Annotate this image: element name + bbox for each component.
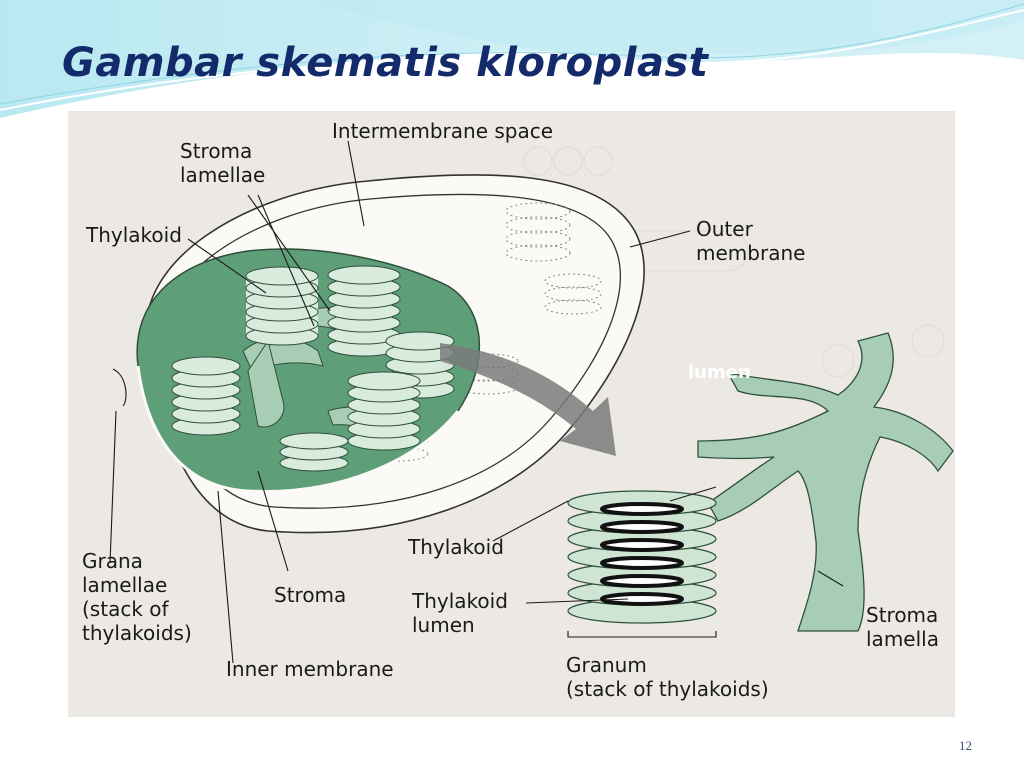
label-stroma-lamellae: Stroma lamellae [180, 139, 266, 187]
label-stroma-lamella: Stroma lamella [866, 603, 939, 651]
slide-title: Gambar skematis kloroplast [62, 40, 709, 86]
chloroplast-illustration [109, 140, 954, 664]
label-thylakoid-left: Thylakoid [86, 223, 182, 247]
chloroplast-diagram: Intermembrane space Stroma lamellae Thyl… [68, 111, 955, 717]
label-grana-lamellae: Grana lamellae (stack of thylakoids) [82, 549, 192, 645]
granum-stack [279, 432, 349, 472]
granum-stacks [171, 265, 455, 472]
label-outer-membrane: Outer membrane [696, 217, 806, 265]
granum-stack [327, 265, 401, 357]
zoom-arrow [440, 343, 616, 456]
label-intermembrane-space: Intermembrane space [332, 119, 554, 143]
label-leader-lines [109, 140, 844, 664]
zoomed-granum [567, 490, 717, 624]
label-thylakoid-right: Thylakoid [408, 535, 504, 559]
label-lumen-overlay: lumen [688, 362, 751, 383]
label-stroma: Stroma [274, 583, 347, 607]
granum-stack [347, 371, 421, 451]
header-wave-decoration [0, 0, 1024, 118]
slide-number: 12 [959, 738, 972, 753]
stroma-lamella-network [697, 332, 954, 632]
label-granum: Granum (stack of thylakoids) [566, 653, 769, 701]
label-inner-membrane: Inner membrane [226, 657, 394, 681]
granum-stack [171, 356, 241, 436]
label-thylakoid-lumen: Thylakoid lumen [412, 589, 508, 637]
granum-stack [245, 266, 319, 346]
